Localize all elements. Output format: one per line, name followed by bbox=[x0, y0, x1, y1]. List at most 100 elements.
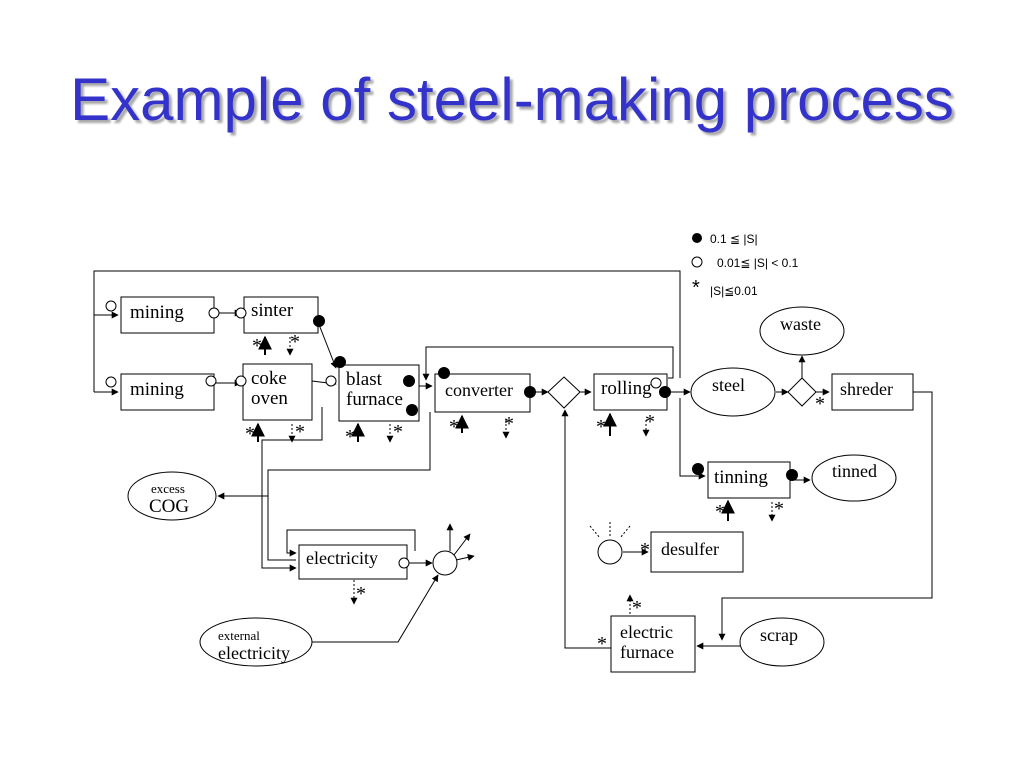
open-markers bbox=[105, 300, 662, 569]
sinter-box bbox=[243, 296, 319, 334]
filled-markers bbox=[313, 315, 798, 481]
steel-label: steel bbox=[712, 375, 745, 395]
coke-oven-label-2: oven bbox=[251, 388, 288, 409]
tinned-ellipse bbox=[811, 454, 897, 502]
shapes bbox=[127, 306, 897, 667]
tinning-box bbox=[707, 461, 791, 499]
external-electricity-ellipse bbox=[199, 617, 313, 667]
mining1-in-open-marker-icon bbox=[105, 300, 117, 312]
sinter-in-star-icon: * bbox=[252, 335, 262, 357]
electricity-loop bbox=[286, 529, 416, 557]
coke-oven-label-1: coke bbox=[251, 368, 287, 389]
rolling-converter-loop bbox=[422, 346, 674, 381]
electric-furnace-label-1: electric bbox=[620, 622, 673, 642]
mining2-in-open-marker-icon bbox=[105, 376, 117, 388]
electricity-hub-circle bbox=[432, 550, 458, 576]
electricity-out-open-marker-icon bbox=[398, 557, 410, 569]
excess-cog-ellipse bbox=[127, 471, 217, 521]
sensor-arrows bbox=[251, 335, 776, 614]
sinter-label: sinter bbox=[251, 300, 294, 321]
node-labels: mining mining sinter coke oven blast fur… bbox=[130, 300, 893, 663]
converter-diamond bbox=[547, 376, 581, 409]
star-markers: * * * * * * * * * * * * * * * * * bbox=[245, 331, 825, 655]
desulfer-star-icon: * bbox=[640, 539, 650, 561]
coke-electricity-line bbox=[261, 407, 323, 572]
blast-bottom-filled-marker-icon bbox=[406, 404, 418, 416]
blast-furnace-box bbox=[338, 364, 420, 422]
legend-star-label: |S|≦0.01 bbox=[710, 284, 758, 298]
shreder-label: shreder bbox=[840, 379, 893, 399]
steel-diamond bbox=[787, 377, 817, 407]
waste-label: waste bbox=[780, 314, 821, 334]
mining2-box bbox=[120, 373, 215, 411]
electric-furnace-box bbox=[610, 615, 696, 673]
tinning-left-filled-marker-icon bbox=[692, 463, 704, 475]
blast-in-star-icon: * bbox=[345, 426, 355, 448]
blast-furnace-label-1: blast bbox=[346, 369, 383, 390]
electricity-star-icon: * bbox=[356, 583, 366, 605]
shreder-star-icon: * bbox=[815, 393, 825, 415]
mining1-label: mining bbox=[130, 302, 184, 323]
mining2-out-open-marker-icon bbox=[205, 375, 217, 387]
tinned-label: tinned bbox=[832, 461, 877, 481]
sinter-blast-arrow bbox=[317, 321, 337, 369]
sinter-in-open-marker-icon bbox=[235, 307, 247, 319]
legend-filled-label: 0.1 ≦ |S| bbox=[710, 232, 758, 246]
desulfer-hub-circle bbox=[597, 539, 623, 565]
coke-out-open-marker-icon bbox=[325, 375, 337, 387]
rolling-label: rolling bbox=[601, 378, 652, 399]
page-title: Example of steel-making process bbox=[0, 62, 1024, 138]
desulfer-box bbox=[650, 531, 744, 573]
rolling-out-open-marker-icon bbox=[650, 377, 662, 389]
coke-in-open-marker-icon bbox=[235, 375, 247, 387]
legend-star-icon: * bbox=[692, 277, 700, 299]
rolling-tinning-arrow bbox=[679, 398, 706, 480]
desulfer-dot-3 bbox=[619, 525, 631, 539]
desulfer-dot-1 bbox=[589, 525, 601, 539]
electricity-box bbox=[298, 544, 408, 580]
hub-out-3 bbox=[455, 553, 475, 561]
shreder-furnace-line bbox=[718, 391, 933, 641]
electricity-label: electricity bbox=[306, 548, 378, 568]
tinning-out-star-icon: * bbox=[774, 498, 784, 520]
converter-top-filled-marker-icon bbox=[438, 367, 450, 379]
title-text: Example of steel-making process bbox=[70, 66, 954, 133]
process-boxes bbox=[120, 296, 914, 673]
blast-right-filled-marker-icon bbox=[403, 375, 415, 387]
legend: 0.1 ≦ |S| 0.01≦ |S| < 0.1 * |S|≦0.01 bbox=[691, 232, 799, 299]
sinter-filled-marker-icon bbox=[313, 315, 325, 327]
converter-box bbox=[434, 373, 531, 413]
tinning-label: tinning bbox=[714, 467, 768, 488]
converter-right-filled-marker-icon bbox=[524, 386, 536, 398]
furnace-left-star-icon: * bbox=[597, 633, 607, 655]
external-electricity-label-2: electricity bbox=[218, 643, 290, 663]
scrap-ellipse bbox=[739, 617, 825, 667]
excess-cog-label-1: excess bbox=[151, 481, 185, 496]
external-electricity-label-1: external bbox=[218, 628, 260, 643]
legend-filled-circle-icon bbox=[692, 233, 702, 243]
sinter-out-star-icon: * bbox=[290, 331, 300, 353]
blast-out-star-icon: * bbox=[393, 421, 403, 443]
loop-top-line bbox=[93, 270, 681, 392]
legend-open-circle-icon bbox=[691, 256, 703, 268]
furnace-diamond-line bbox=[561, 409, 611, 649]
desulfer-label: desulfer bbox=[661, 539, 719, 559]
scrap-label: scrap bbox=[760, 625, 798, 645]
excess-cog-label-2: COG bbox=[149, 496, 189, 517]
mining2-label: mining bbox=[130, 379, 184, 400]
converter-label: converter bbox=[445, 380, 513, 400]
steel-ellipse bbox=[690, 367, 776, 417]
coke-out-star-icon: * bbox=[295, 421, 305, 443]
mining1-out-open-marker-icon bbox=[208, 307, 220, 319]
coke-oven-box bbox=[242, 363, 313, 421]
tinning-in-star-icon: * bbox=[715, 501, 725, 523]
shreder-box bbox=[831, 373, 914, 411]
blast-furnace-label-2: furnace bbox=[346, 389, 403, 410]
coke-in-star-icon: * bbox=[245, 423, 255, 445]
rolling-out-star-icon: * bbox=[645, 411, 655, 433]
blast-top-filled-marker-icon bbox=[334, 356, 346, 368]
blast-cog-line bbox=[217, 412, 431, 500]
rolling-right-filled-marker-icon bbox=[659, 386, 671, 398]
blast-electricity-line bbox=[267, 496, 296, 561]
